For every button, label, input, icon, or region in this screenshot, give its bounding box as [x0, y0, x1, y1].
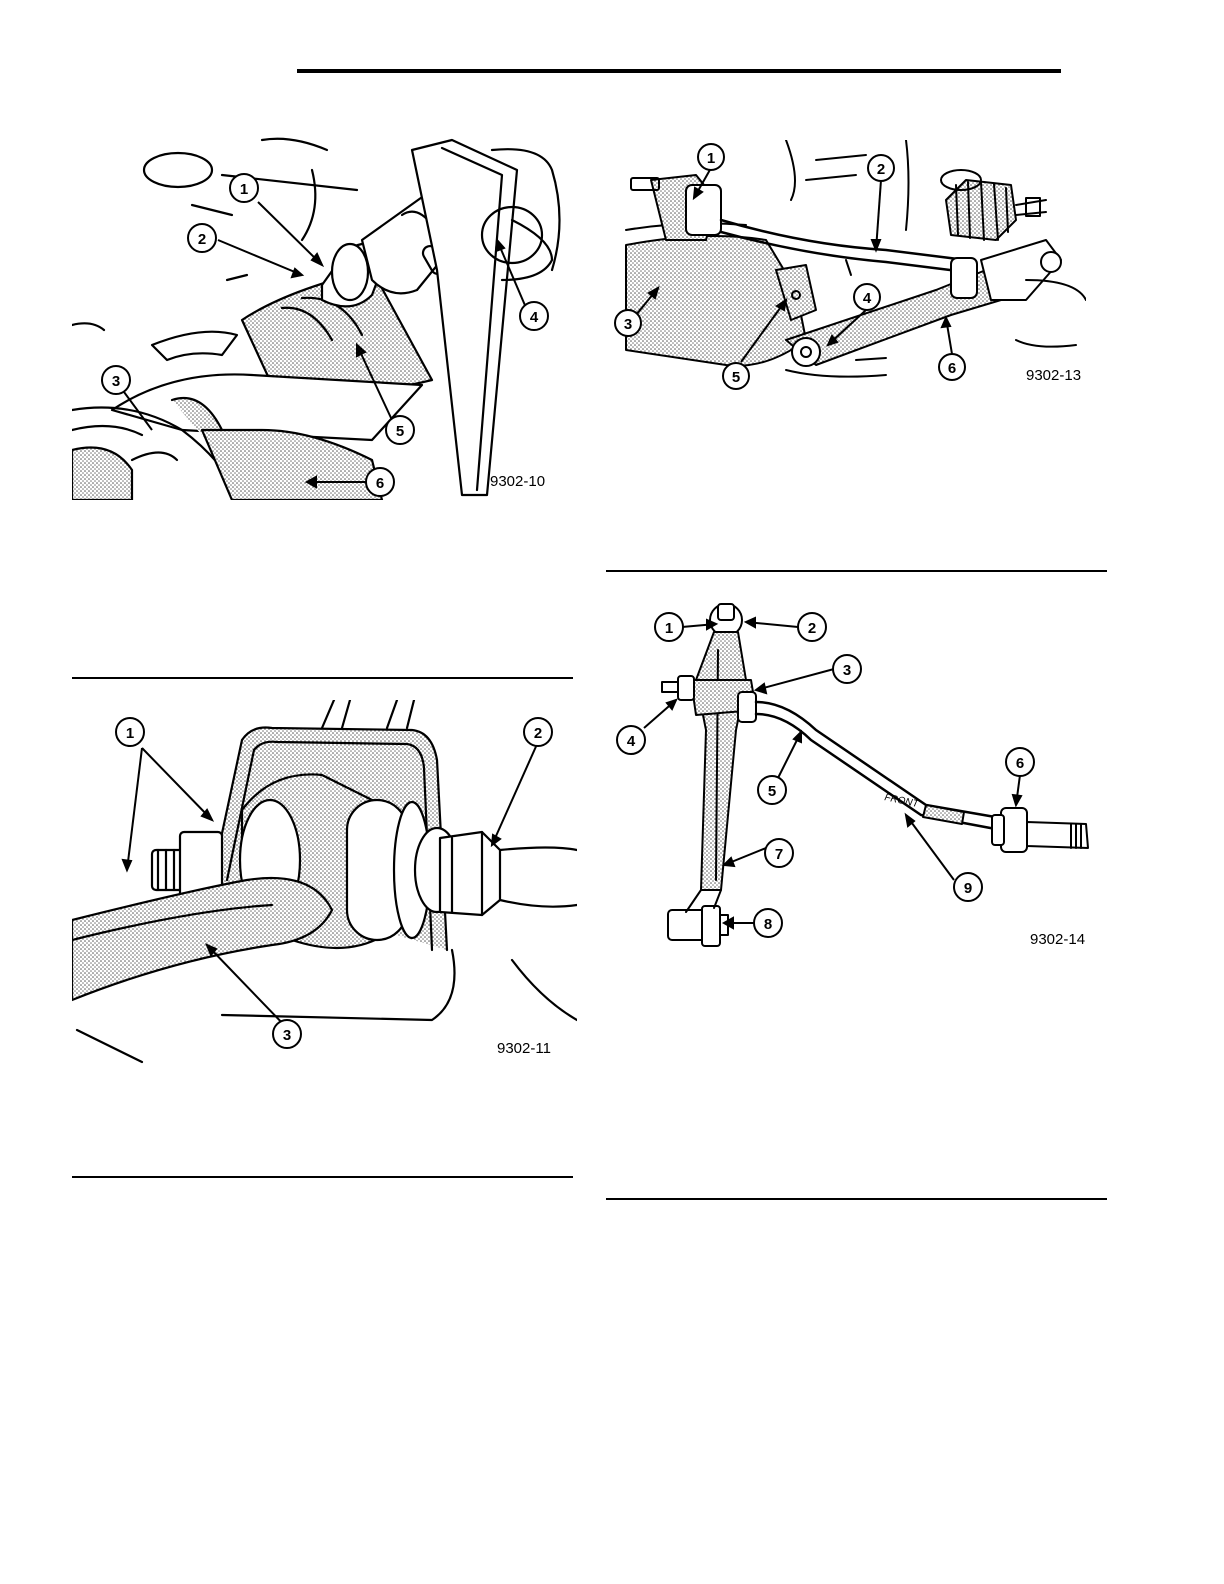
- callout-label: 5: [768, 783, 776, 800]
- callout-label: 3: [112, 373, 120, 390]
- figure-id: 9302-13: [1026, 367, 1081, 384]
- callout-label: 5: [732, 369, 740, 386]
- callout-label: 4: [863, 290, 872, 307]
- callout-label: 4: [530, 309, 539, 326]
- callout-label: 1: [126, 725, 134, 742]
- callout-label: 1: [240, 181, 248, 198]
- callout-label: 3: [283, 1027, 291, 1044]
- callout-label: 1: [665, 620, 673, 637]
- callout-label: 6: [376, 475, 384, 492]
- figure-9302-10: 1 2 3 4 5 6 9302-10: [72, 130, 577, 500]
- figure-id: 9302-10: [490, 473, 545, 490]
- callout-label: 1: [707, 150, 715, 167]
- figure-9302-14: FRONT 1 2 3 4 5 6 7: [606, 590, 1096, 960]
- callout-label: 9: [964, 880, 972, 897]
- separator-rule: [72, 677, 573, 679]
- callout-label: 2: [808, 620, 816, 637]
- figure-9302-11: 1 2 3 9302-11: [72, 700, 577, 1065]
- callout-label: 7: [775, 846, 783, 863]
- callout-label: 8: [764, 916, 772, 933]
- figure-id: 9302-14: [1030, 931, 1085, 948]
- separator-rule: [606, 1198, 1107, 1200]
- figure-9302-11-illustration: 1 2 3 9302-11: [72, 700, 577, 1065]
- callout-label: 6: [948, 360, 956, 377]
- figure-9302-13: 1 2 3 4 5 6 9302-13: [606, 140, 1086, 400]
- callout-label: 2: [877, 161, 885, 178]
- callout-label: 2: [534, 725, 542, 742]
- callout-label: 3: [843, 662, 851, 679]
- figure-9302-14-illustration: FRONT 1 2 3 4 5 6 7: [606, 590, 1096, 960]
- separator-rule: [72, 1176, 573, 1178]
- callout-label: 5: [396, 423, 404, 440]
- figure-9302-13-illustration: 1 2 3 4 5 6 9302-13: [606, 140, 1086, 400]
- figure-id: 9302-11: [497, 1040, 551, 1057]
- callout-label: 4: [627, 733, 636, 750]
- front-marking: FRONT: [883, 792, 920, 810]
- callout-label: 3: [624, 316, 632, 333]
- separator-rule: [606, 570, 1107, 572]
- callout-label: 6: [1016, 755, 1024, 772]
- header-rule: [297, 69, 1061, 73]
- figure-9302-10-illustration: 1 2 3 4 5 6 9302-10: [72, 130, 577, 500]
- callout-label: 2: [198, 231, 206, 248]
